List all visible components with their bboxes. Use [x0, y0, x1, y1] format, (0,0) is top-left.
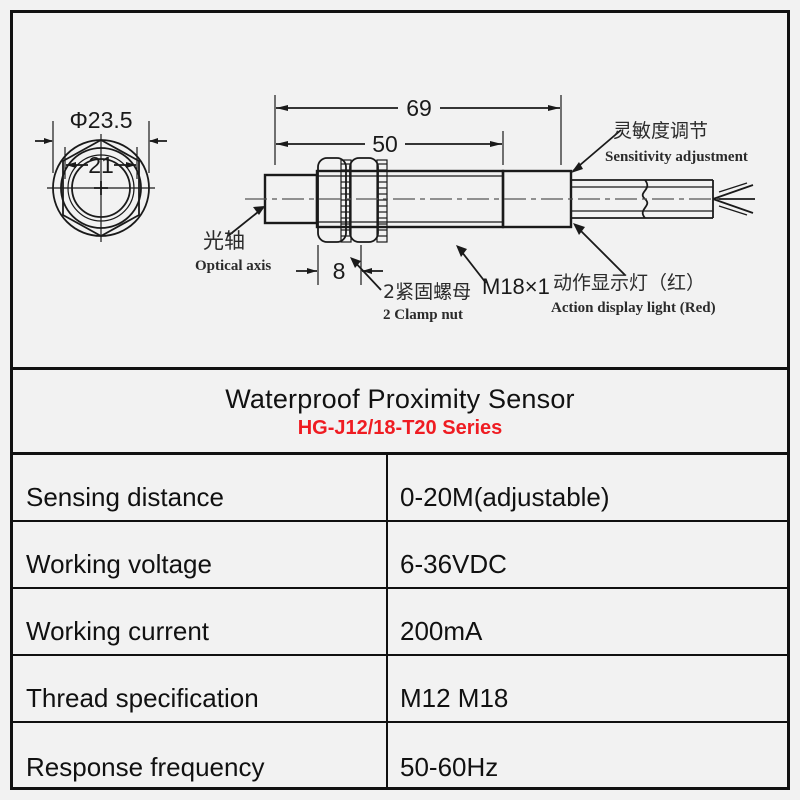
callout-action-light-en: Action display light (Red) [551, 300, 716, 316]
dim-label-total-length: 69 [406, 95, 432, 121]
arrowhead-69-left [276, 105, 288, 111]
dim-label-nut-width: 8 [333, 258, 346, 284]
arrowhead-69-right [548, 105, 560, 111]
arrowhead-inner-right [126, 162, 136, 168]
spec-label: Response frequency [13, 723, 388, 790]
callout-clamp-nut-en: 2 Clamp nut [383, 307, 463, 323]
arrowhead-50-right [490, 141, 502, 147]
callout-leaders [227, 129, 626, 291]
table-row: Response frequency 50-60Hz [13, 723, 787, 790]
arrowhead-thread [456, 245, 467, 257]
arrowhead-8-right [362, 268, 372, 274]
spec-value: 200mA [400, 616, 483, 646]
arrowhead-optical-axis [253, 206, 265, 215]
thread-hatching [340, 159, 388, 243]
table-row: Working voltage 6-36VDC [13, 522, 787, 589]
side-view-group: 69 50 [245, 95, 755, 285]
dim-label-body-length: 50 [372, 131, 398, 157]
title-block: Waterproof Proximity Sensor HG-J12/18-T2… [13, 370, 787, 455]
cable-group [571, 179, 755, 219]
table-row: Working current 200mA [13, 589, 787, 656]
arrowhead-inner-left [66, 162, 76, 168]
callout-sensitivity-cn: 灵敏度调节 [613, 120, 708, 142]
dim-label-outer-diameter: Φ23.5 [69, 107, 132, 133]
technical-drawing-panel: Φ23.5 21 69 50 [10, 10, 790, 370]
spec-label: Working current [13, 589, 388, 654]
product-series: HG-J12/18-T20 Series [297, 417, 503, 440]
spec-label: Sensing distance [13, 455, 388, 520]
arrowhead-sensitivity [571, 162, 583, 173]
callout-sensitivity-en: Sensitivity adjustment [605, 149, 748, 165]
specification-table: Waterproof Proximity Sensor HG-J12/18-T2… [10, 370, 790, 790]
callout-optical-axis-cn: 光轴 [203, 229, 245, 253]
arrowhead-clamp-nut [350, 257, 361, 268]
leader-optical-axis [227, 207, 264, 237]
leader-sensitivity [572, 129, 622, 172]
callout-thread-spec: M18×1 [482, 274, 550, 299]
callout-clamp-nut-cn: 2紧固螺母 [383, 281, 471, 303]
leader-action-light [574, 224, 626, 276]
wire-end-3 [712, 198, 754, 214]
arrowhead-50-left [276, 141, 288, 147]
technical-drawing-svg: Φ23.5 21 69 50 [35, 95, 755, 323]
spec-value: M12 M18 [400, 683, 509, 713]
spec-value: 50-60Hz [400, 752, 499, 782]
arrowhead-8-left [307, 268, 317, 274]
spec-label: Working voltage [13, 522, 388, 587]
callout-optical-axis-en: Optical axis [195, 258, 271, 274]
wire-end-1 [712, 184, 754, 200]
arrowhead-outer-right [149, 138, 158, 144]
table-row: Sensing distance 0-20M(adjustable) [13, 455, 787, 522]
arrowhead-action-light [573, 223, 585, 235]
spec-rows-container: Sensing distance 0-20M(adjustable) Working… [13, 455, 787, 790]
table-row: Thread specification M12 M18 [13, 656, 787, 723]
front-view-group: Φ23.5 21 [35, 107, 167, 242]
spec-value: 0-20M(adjustable) [400, 482, 610, 512]
product-title: Waterproof Proximity Sensor [225, 383, 575, 414]
callout-action-light-cn: 动作显示灯（红） [553, 272, 705, 294]
arrowhead-outer-left [44, 138, 53, 144]
spec-value: 6-36VDC [400, 549, 507, 579]
spec-label: Thread specification [13, 656, 388, 721]
dim-label-inner-diameter: 21 [88, 152, 114, 178]
